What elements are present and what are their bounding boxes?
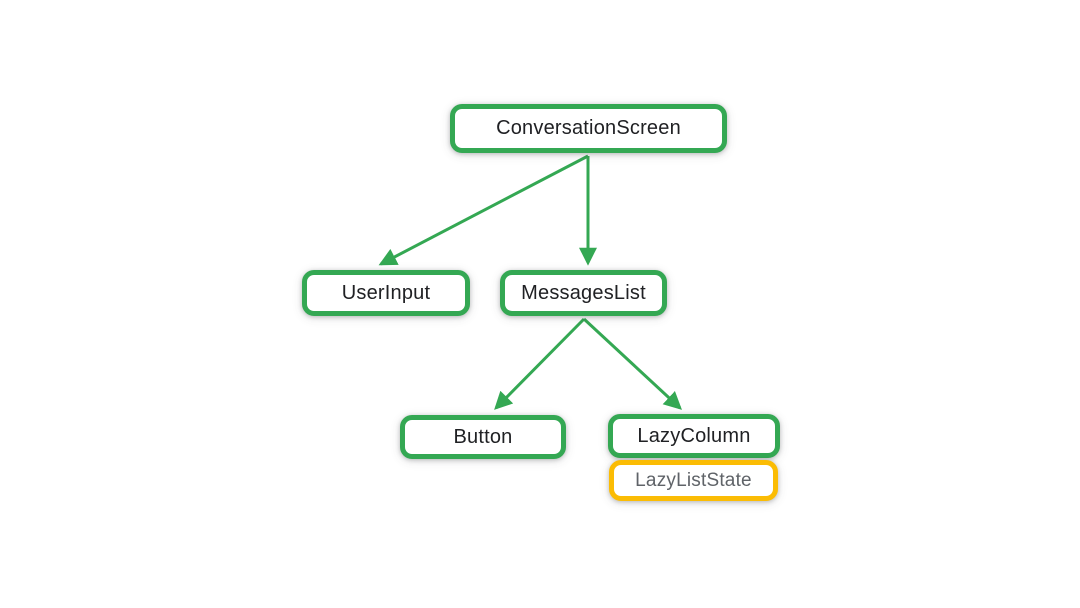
node-lazy-column: LazyColumn — [608, 414, 780, 458]
edge-messageslist-lazycolumn — [582, 317, 682, 410]
node-messages-list: MessagesList — [500, 270, 667, 316]
node-conversation-screen: ConversationScreen — [450, 104, 727, 153]
edge-conversationscreen-userinput — [378, 154, 589, 266]
node-user-input: UserInput — [302, 270, 470, 316]
edge-messageslist-button — [494, 317, 586, 410]
node-lazy-list-state: LazyListState — [609, 460, 778, 501]
node-button: Button — [400, 415, 566, 459]
